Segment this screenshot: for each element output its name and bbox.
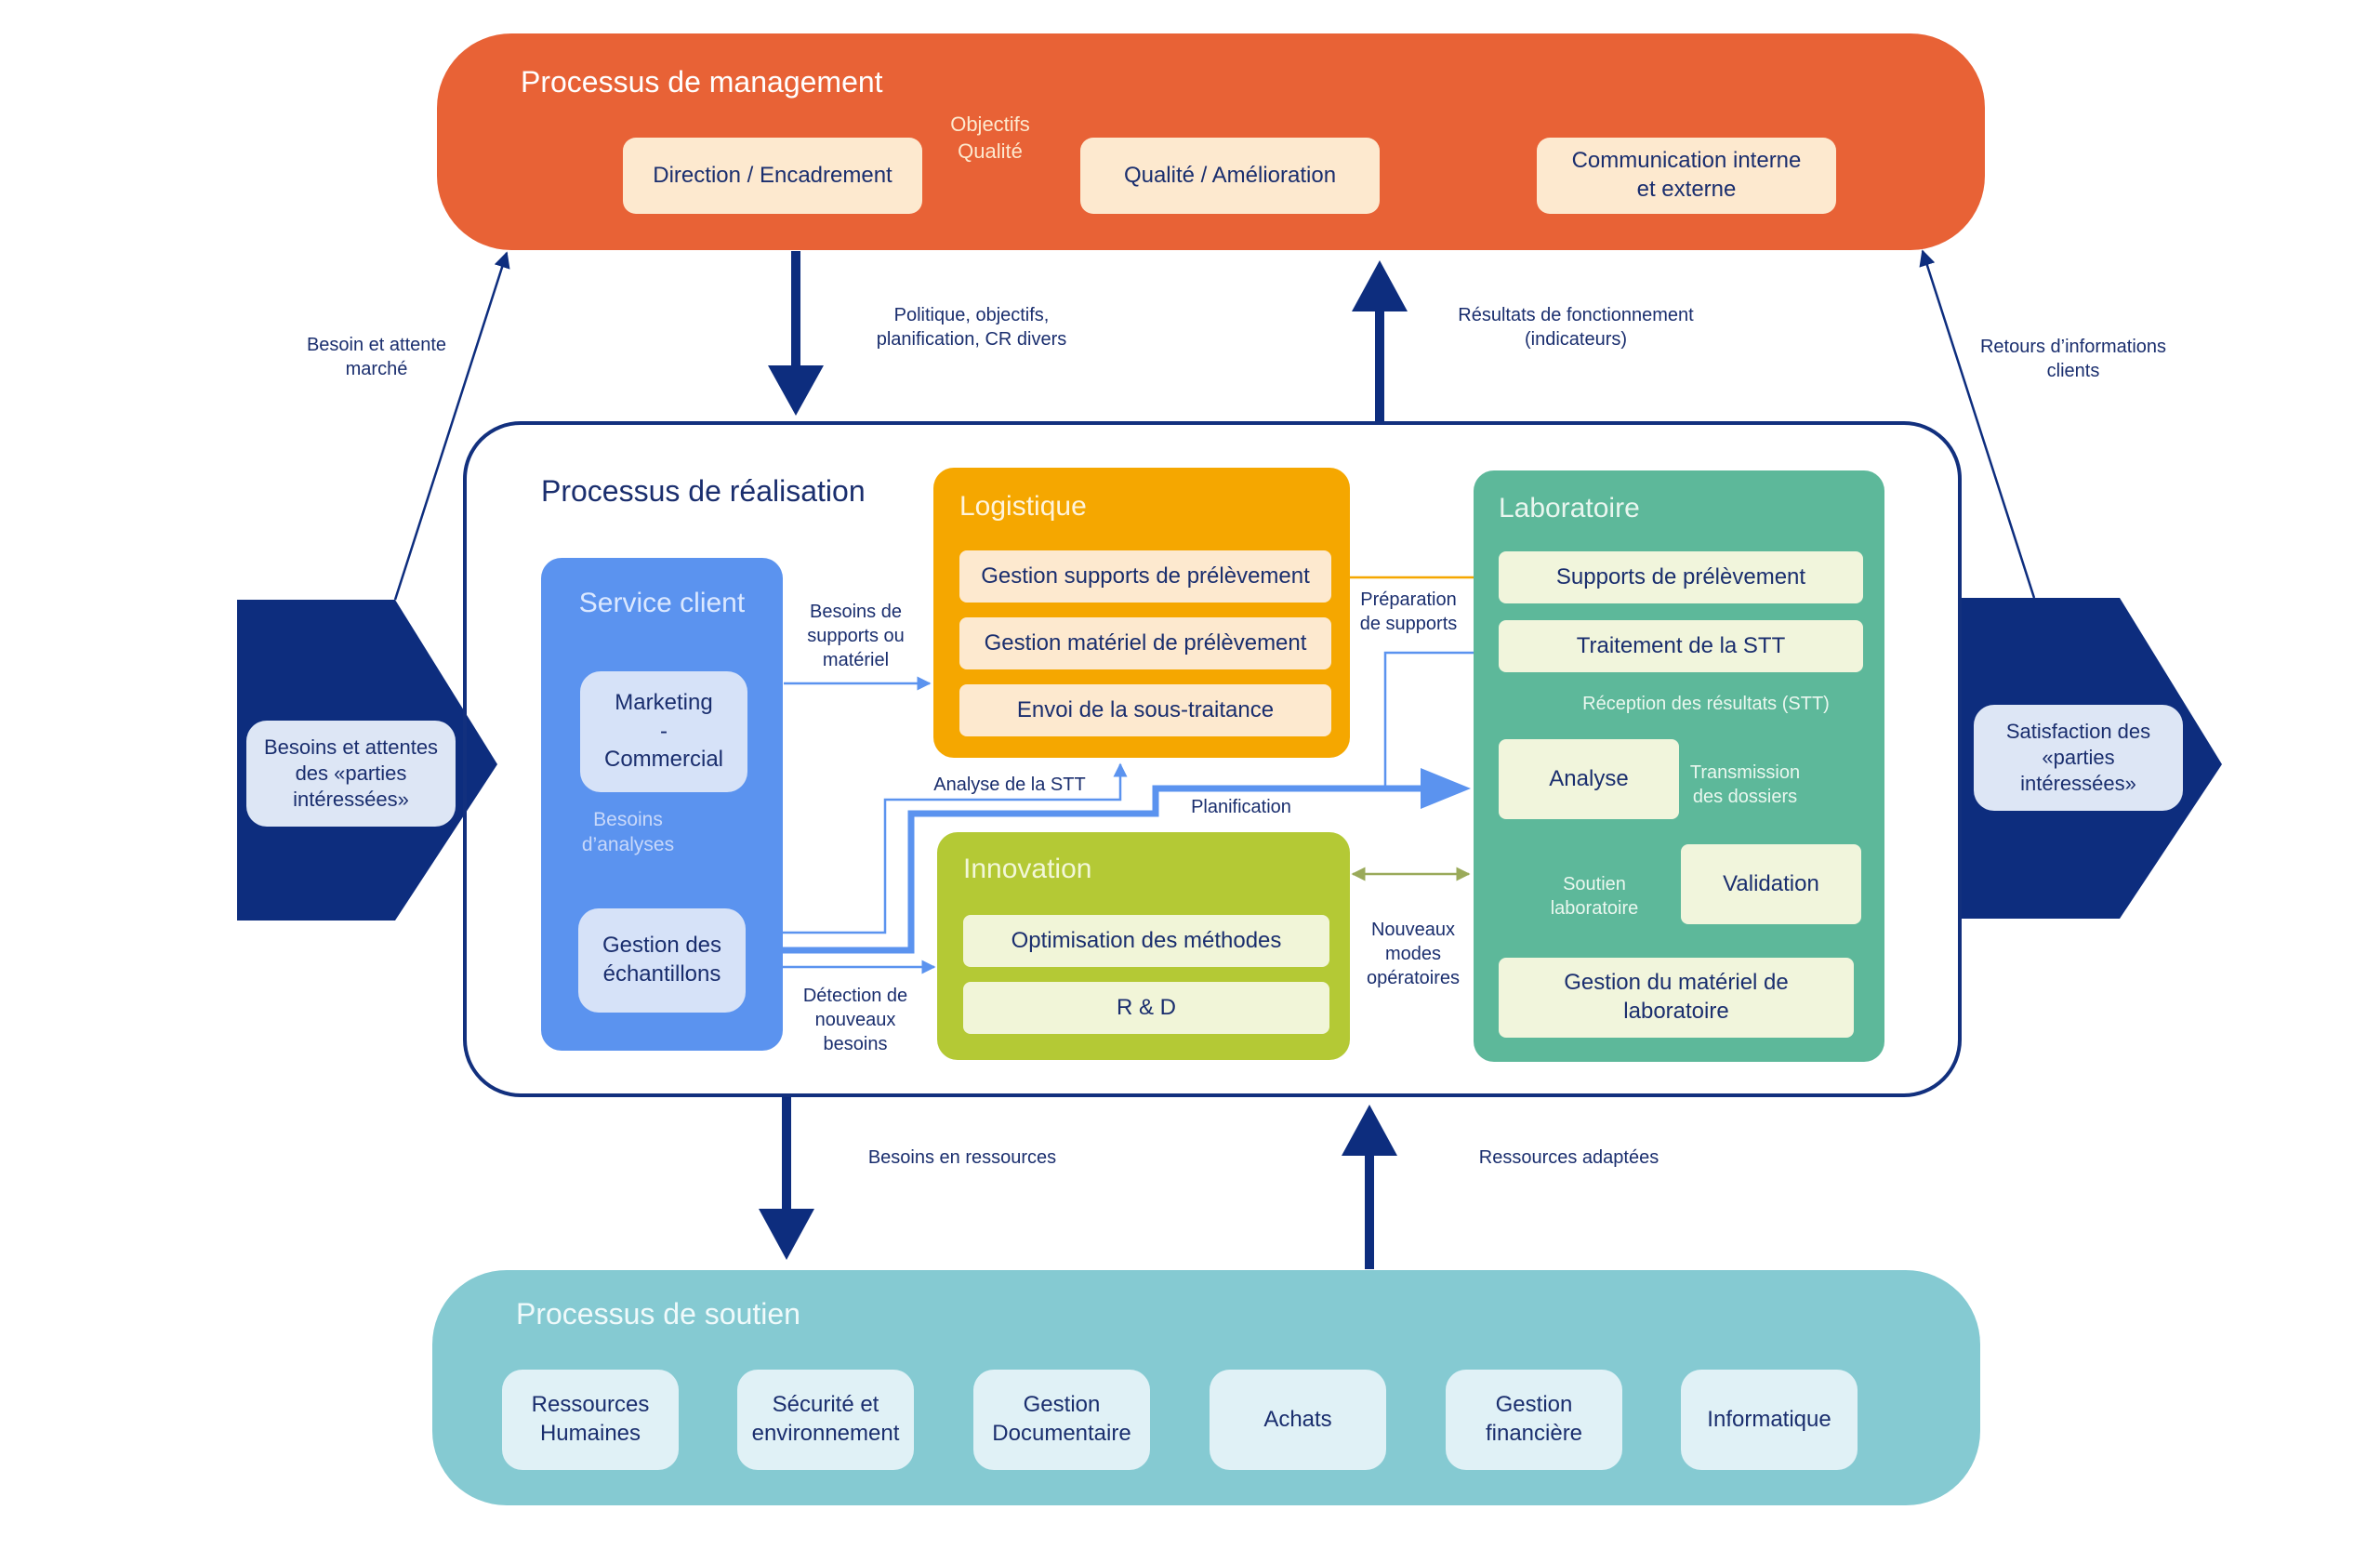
- arrow-retours-clients: [1919, 249, 2036, 599]
- gestion-echantillons-box[interactable]: Gestion des échantillons: [578, 908, 746, 1013]
- soutien-item-achats[interactable]: Achats: [1210, 1370, 1386, 1470]
- service-client-title: Service client: [578, 588, 746, 618]
- soutien-labo-label: Soutien laboratoire: [1550, 874, 1639, 919]
- satisfaction-box[interactable]: Satisfaction des «parties intéressées»: [1974, 705, 2183, 811]
- objectifs-label: Objectifs Qualité: [950, 113, 1030, 163]
- arrow-ressources-adaptees-up: [1342, 1105, 1397, 1269]
- soutien-item-ressources[interactable]: Ressources Humaines: [502, 1370, 679, 1470]
- detection-label: Détection de nouveaux besoins: [802, 986, 908, 1054]
- retours-clients-label: Retours d’informations clients: [1979, 337, 2167, 381]
- soutien-title: Processus de soutien: [516, 1297, 800, 1331]
- preparation-label: Préparation de supports: [1359, 589, 1458, 634]
- arrow-besoin-marche: [393, 251, 510, 601]
- marketing-box[interactable]: Marketing - Commercial: [580, 671, 747, 792]
- analyse-stt-label: Analyse de la STT: [933, 775, 1086, 795]
- realisation-title: Processus de réalisation: [541, 474, 866, 508]
- innovation-item-optimisation[interactable]: Optimisation des méthodes: [963, 915, 1329, 967]
- management-title: Processus de management: [521, 65, 883, 99]
- communication-box[interactable]: Communication interne et externe: [1537, 138, 1836, 214]
- besoins-supports-label: Besoins de supports ou matériel: [807, 602, 905, 670]
- laboratoire-title: Laboratoire: [1499, 493, 1640, 523]
- lab-gestion-materiel-box[interactable]: Gestion du matériel de laboratoire: [1499, 958, 1854, 1038]
- reception-label: Réception des résultats (STT): [1582, 694, 1830, 714]
- arrow-besoins-ressources-down: [759, 1097, 814, 1260]
- besoins-analyses-label: Besoins d’analyses: [581, 809, 675, 856]
- soutien-item-documentaire[interactable]: Gestion Documentaire: [973, 1370, 1150, 1470]
- soutien-item-informatique[interactable]: Informatique: [1681, 1370, 1858, 1470]
- lab-traitement-box[interactable]: Traitement de la STT: [1499, 620, 1863, 672]
- besoin-marche-label: Besoin et attente marché: [306, 335, 447, 379]
- arrow-resultats-up: [1352, 260, 1408, 423]
- nouveaux-modes-label: Nouveaux modes opératoires: [1366, 920, 1461, 988]
- logistique-item-envoi[interactable]: Envoi de la sous-traitance: [959, 684, 1331, 736]
- arrow-planification: [734, 785, 1422, 954]
- qualite-box[interactable]: Qualité / Amélioration: [1080, 138, 1380, 214]
- ressources-adaptees-label: Ressources adaptées: [1478, 1147, 1659, 1168]
- lab-supports-box[interactable]: Supports de prélèvement: [1499, 551, 1863, 603]
- politique-label: Politique, objectifs, planification, CR …: [876, 305, 1067, 350]
- besoins-ressources-label: Besoins en ressources: [867, 1147, 1057, 1168]
- lab-validation-box[interactable]: Validation: [1681, 844, 1861, 924]
- logistique-item-supports[interactable]: Gestion supports de prélèvement: [959, 550, 1331, 603]
- besoins-parties-box[interactable]: Besoins et attentes des «parties intéres…: [246, 721, 456, 827]
- arrow-politique-down: [768, 251, 824, 416]
- realisation-panel: [463, 421, 1962, 1097]
- direction-box[interactable]: Direction / Encadrement: [623, 138, 922, 214]
- lab-analyse-box[interactable]: Analyse: [1499, 739, 1679, 819]
- soutien-item-securite[interactable]: Sécurité et environnement: [737, 1370, 914, 1470]
- resultats-label: Résultats de fonctionnement (indicateurs…: [1458, 305, 1694, 350]
- logistique-item-materiel[interactable]: Gestion matériel de prélèvement: [959, 617, 1331, 669]
- transmission-label: Transmission des dossiers: [1689, 762, 1801, 807]
- planification-label: Planification: [1191, 797, 1291, 817]
- innovation-title: Innovation: [963, 854, 1092, 884]
- logistique-title: Logistique: [959, 491, 1087, 522]
- arrow-analyse-stt: [734, 762, 1128, 934]
- soutien-item-financiere[interactable]: Gestion financière: [1446, 1370, 1622, 1470]
- innovation-item-rd[interactable]: R & D: [963, 982, 1329, 1034]
